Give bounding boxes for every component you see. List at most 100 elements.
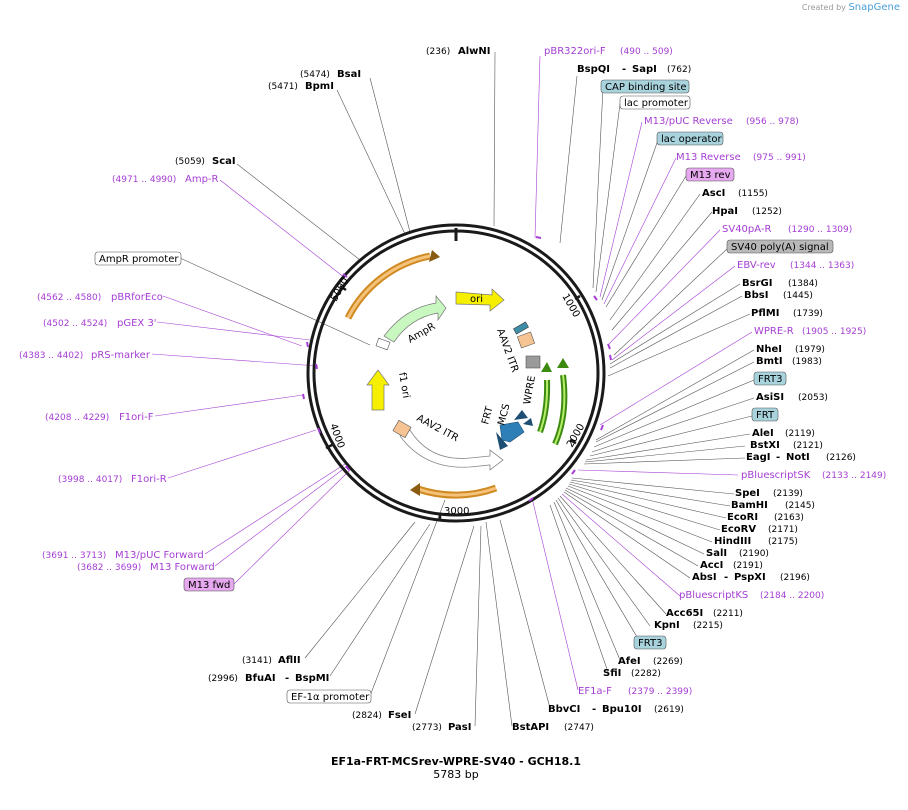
site-label-bamhi[interactable]: BamHI(2145): [731, 500, 815, 511]
backbone-inner-ring: [312, 229, 600, 517]
primer-label-wpre-r[interactable]: WPRE-R(1905 .. 1925): [754, 326, 866, 337]
svg-text:M13/pUC Reverse: M13/pUC Reverse: [644, 116, 733, 127]
svg-text:(2163): (2163): [774, 513, 804, 523]
site-label-alwni[interactable]: (236)AlwNI: [426, 46, 491, 57]
site-label-bstapi[interactable]: BstAPI(2747): [512, 722, 594, 733]
site-label-kpni[interactable]: KpnI(2215): [654, 620, 723, 631]
svg-text:NheI: NheI: [756, 344, 782, 355]
svg-text:lac promoter: lac promoter: [624, 98, 689, 109]
mcs-feature[interactable]: [499, 421, 525, 443]
frt-feature-1[interactable]: [496, 432, 508, 450]
site-label-bmti[interactable]: BmtI(1983): [756, 356, 822, 367]
ampr-promoter-feature[interactable]: [375, 337, 391, 351]
svg-text:(4208 .. 4229): (4208 .. 4229): [45, 413, 109, 423]
feature-label-m13-rev[interactable]: M13 rev: [685, 167, 735, 182]
frt3-feature-1[interactable]: [514, 410, 528, 420]
site-label-nhei[interactable]: NheI(1979): [756, 344, 825, 355]
site-label-bstxi[interactable]: BstXI(2121): [750, 440, 823, 451]
svg-text:AleI: AleI: [752, 428, 774, 439]
svg-text:(4502 .. 4524): (4502 .. 4524): [43, 319, 107, 329]
site-label-sfii[interactable]: SfiI(2282): [603, 668, 661, 679]
site-label-bbsi[interactable]: BbsI(1445): [744, 290, 813, 301]
aav2-itr-right-feature[interactable]: [516, 331, 536, 349]
primer-label-f1ori-f[interactable]: (4208 .. 4229)F1ori-F: [45, 412, 154, 423]
site-label-eagi[interactable]: EagI- NotI(2126): [746, 452, 856, 463]
feature-label-ampr-promoter[interactable]: AmpR promoter: [94, 251, 182, 266]
svg-text:(2996): (2996): [208, 674, 238, 684]
svg-text:NotI: NotI: [786, 452, 810, 463]
feature-label-ef1a-promoter[interactable]: EF-1α promoter: [286, 689, 372, 704]
svg-text:pBluescriptKS: pBluescriptKS: [679, 590, 748, 601]
svg-text:HpaI: HpaI: [712, 206, 738, 217]
site-label-sali[interactable]: SalI(2190): [706, 548, 769, 559]
site-label-hpai[interactable]: HpaI(1252): [712, 206, 782, 217]
primer-label-sv40pa-r[interactable]: SV40pA-R(1290 .. 1309): [722, 224, 852, 235]
feature-label-m13-fwd[interactable]: M13 fwd: [183, 577, 235, 592]
site-label-hindiii[interactable]: HindIII(2175): [714, 536, 798, 547]
feature-label-sv40-polya[interactable]: SV40 poly(A) signal: [726, 239, 834, 254]
svg-text:FRT: FRT: [756, 410, 775, 421]
svg-text:M13/pUC Forward: M13/pUC Forward: [115, 550, 204, 561]
svg-text:lac operator: lac operator: [661, 134, 722, 145]
frt3-feature-2[interactable]: [523, 418, 533, 426]
site-label-acci[interactable]: AccI(2191): [700, 560, 763, 571]
primer-label-f1ori-r[interactable]: (3998 .. 4017)F1ori-R: [58, 474, 167, 485]
ori-feature[interactable]: [455, 288, 505, 312]
site-label-bbvci[interactable]: BbvCI- Bpu10I(2619): [548, 704, 684, 715]
feature-label-lac-operator[interactable]: lac operator: [656, 131, 724, 146]
site-label-ecori[interactable]: EcoRI(2163): [727, 512, 804, 523]
svg-text:-: -: [776, 452, 780, 463]
primer-label-pbrforeco[interactable]: (4562 .. 4580)pBRforEco: [37, 292, 163, 303]
feature-label-cap-binding-site[interactable]: CAP binding site: [600, 79, 690, 94]
site-label-afei[interactable]: AfeI(2269): [618, 656, 683, 667]
primer-label-m13-forward[interactable]: (3682 .. 3699)M13 Forward: [77, 562, 215, 573]
svg-text:(2053): (2053): [798, 393, 828, 403]
feature-label-frt3-1[interactable]: FRT3: [753, 371, 787, 386]
svg-text:pGEX 3': pGEX 3': [117, 318, 157, 329]
aav2-itr-left-feature[interactable]: [392, 419, 412, 439]
site-label-acc65i[interactable]: Acc65I(2211): [666, 608, 743, 619]
primer-label-pgex-3[interactable]: (4502 .. 4524) pGEX 3': [43, 318, 157, 329]
primer-label-pbluescriptks[interactable]: pBluescriptKS(2184 .. 2200): [679, 590, 824, 601]
ampr-feature[interactable]: [383, 295, 447, 343]
site-label-bpmi[interactable]: (5471)BpmI: [268, 81, 334, 92]
site-label-ecorv[interactable]: EcoRV(2171): [721, 524, 798, 535]
wpre-arrowhead-2: [557, 358, 569, 368]
primer-label-amp-r[interactable]: (4971 .. 4990)Amp-R: [112, 174, 219, 185]
site-label-pasi[interactable]: (2773)PasI: [412, 722, 471, 733]
cap-binding-feature[interactable]: [513, 321, 529, 335]
site-label-absi[interactable]: AbsI- PspXI(2196): [692, 572, 810, 583]
primer-label-pbr322ori-f[interactable]: pBR322ori-F(490 .. 509): [544, 46, 673, 57]
site-label-spei[interactable]: SpeI(2139): [735, 488, 803, 499]
feature-label-lac-promoter[interactable]: lac promoter: [619, 95, 691, 110]
sv40-polya-feature[interactable]: [525, 355, 541, 369]
site-label-bspqi[interactable]: BspQI- SapI(762): [577, 64, 691, 75]
primer-label-m13-reverse[interactable]: M13 Reverse(975 .. 991): [676, 152, 806, 163]
svg-text:SapI: SapI: [632, 64, 657, 75]
backbone-arrow: [399, 429, 504, 471]
primer-label-m13-puc-forward[interactable]: (3691 .. 3713)M13/pUC Forward: [42, 550, 204, 561]
site-label-bfuai[interactable]: (2996)BfuAI- BspMI: [208, 673, 329, 684]
svg-text:(2145): (2145): [785, 501, 815, 511]
site-label-pflmi[interactable]: PflMI(1739): [751, 308, 823, 319]
primer-label-m13-puc-reverse[interactable]: M13/pUC Reverse(956 .. 978): [644, 116, 799, 127]
svg-text:(2190): (2190): [739, 549, 769, 559]
feature-label-frt[interactable]: FRT: [751, 407, 779, 422]
svg-text:PspXI: PspXI: [734, 572, 766, 583]
svg-text:(1983): (1983): [792, 357, 822, 367]
primer-label-prs-marker[interactable]: (4383 .. 4402)pRS-marker: [19, 350, 151, 361]
site-label-bsrgi[interactable]: BsrGI(1384): [742, 278, 818, 289]
primer-label-pbluescriptsk[interactable]: pBluescriptSK(2133 .. 2149): [741, 470, 886, 481]
primer-label-ebv-rev[interactable]: EBV-rev(1344 .. 1363): [737, 260, 854, 271]
svg-text:M13 rev: M13 rev: [690, 170, 731, 181]
site-label-fsei[interactable]: (2824)FseI: [352, 710, 411, 721]
site-label-asisi[interactable]: AsiSI(2053): [756, 392, 828, 403]
site-label-alei[interactable]: AleI(2119): [752, 428, 815, 439]
feature-label-frt3-2[interactable]: FRT3: [633, 635, 667, 650]
site-label-asci[interactable]: AscI(1155): [702, 188, 768, 199]
primer-label-ef1a-f[interactable]: EF1a-F(2379 .. 2399): [578, 686, 692, 697]
site-label-aflii[interactable]: (3141)AflII: [242, 655, 301, 666]
f1-ori-feature[interactable]: [366, 369, 390, 411]
site-label-scai[interactable]: (5059)ScaI: [175, 156, 236, 167]
site-label-bsai[interactable]: (5474)BsaI: [300, 69, 361, 80]
